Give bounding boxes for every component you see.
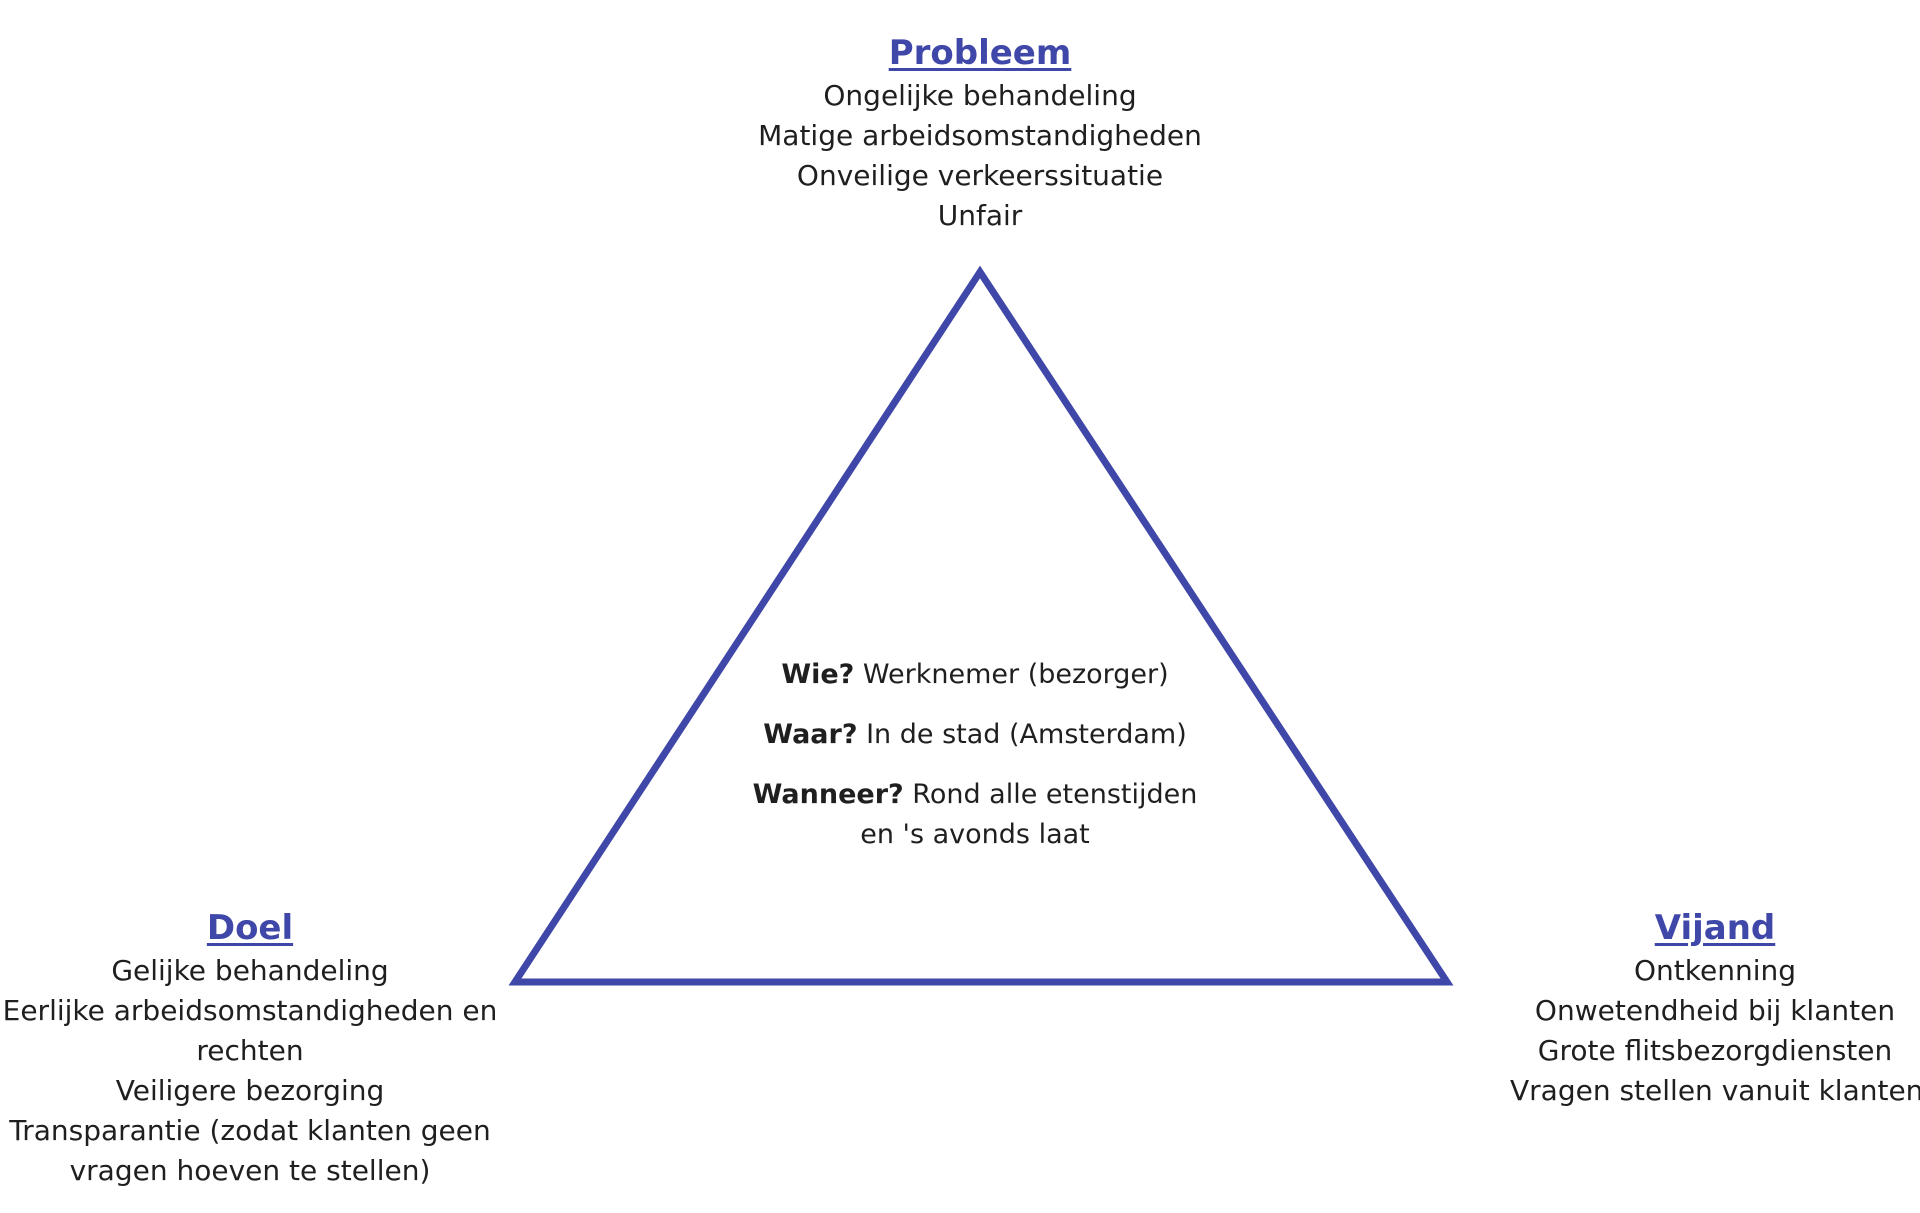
problem-item: Onveilige verkeerssituatie [796, 159, 1164, 192]
when-row: Wanneer? Rond alle etenstijden en 's avo… [740, 775, 1210, 855]
goal-item: Eerlijke arbeidsomstandigheden en rechte… [2, 994, 498, 1067]
problem-item: Ongelijke behandeling [823, 79, 1137, 112]
who-row: Wie? Werknemer (bezorger) [740, 655, 1210, 695]
problem-item: Unfair [937, 199, 1023, 232]
when-value: Rond alle etenstijden en 's avonds laat [860, 779, 1198, 850]
context-section: Wie? Werknemer (bezorger) Waar? In de st… [740, 655, 1210, 875]
enemy-section: Vijand Ontkenning Onwetendheid bij klant… [1510, 905, 1920, 1111]
enemy-item: Vragen stellen vanuit klanten [1510, 1074, 1920, 1107]
goal-item: Gelijke behandeling [111, 954, 389, 987]
problem-heading: Probleem [888, 33, 1072, 73]
when-label: Wanneer? [752, 779, 904, 810]
enemy-item: Ontkenning [1634, 954, 1796, 987]
goal-item: Transparantie (zodat klanten geen vragen… [9, 1114, 491, 1187]
problem-item: Matige arbeidsomstandigheden [758, 119, 1202, 152]
enemy-item: Grote flitsbezorgdiensten [1537, 1034, 1893, 1067]
triangle-outline [508, 265, 1454, 986]
where-label: Waar? [763, 719, 858, 750]
goal-heading: Doel [206, 908, 294, 948]
goal-section: Doel Gelijke behandeling Eerlijke arbeid… [0, 905, 500, 1191]
where-row: Waar? In de stad (Amsterdam) [740, 715, 1210, 755]
where-value: In de stad (Amsterdam) [857, 719, 1187, 750]
enemy-heading: Vijand [1654, 908, 1776, 948]
who-label: Wie? [781, 659, 855, 690]
enemy-item: Onwetendheid bij klanten [1534, 994, 1896, 1027]
goal-item: Veiligere bezorging [115, 1074, 385, 1107]
who-value: Werknemer (bezorger) [854, 659, 1169, 690]
problem-section: Probleem Ongelijke behandeling Matige ar… [680, 30, 1280, 236]
